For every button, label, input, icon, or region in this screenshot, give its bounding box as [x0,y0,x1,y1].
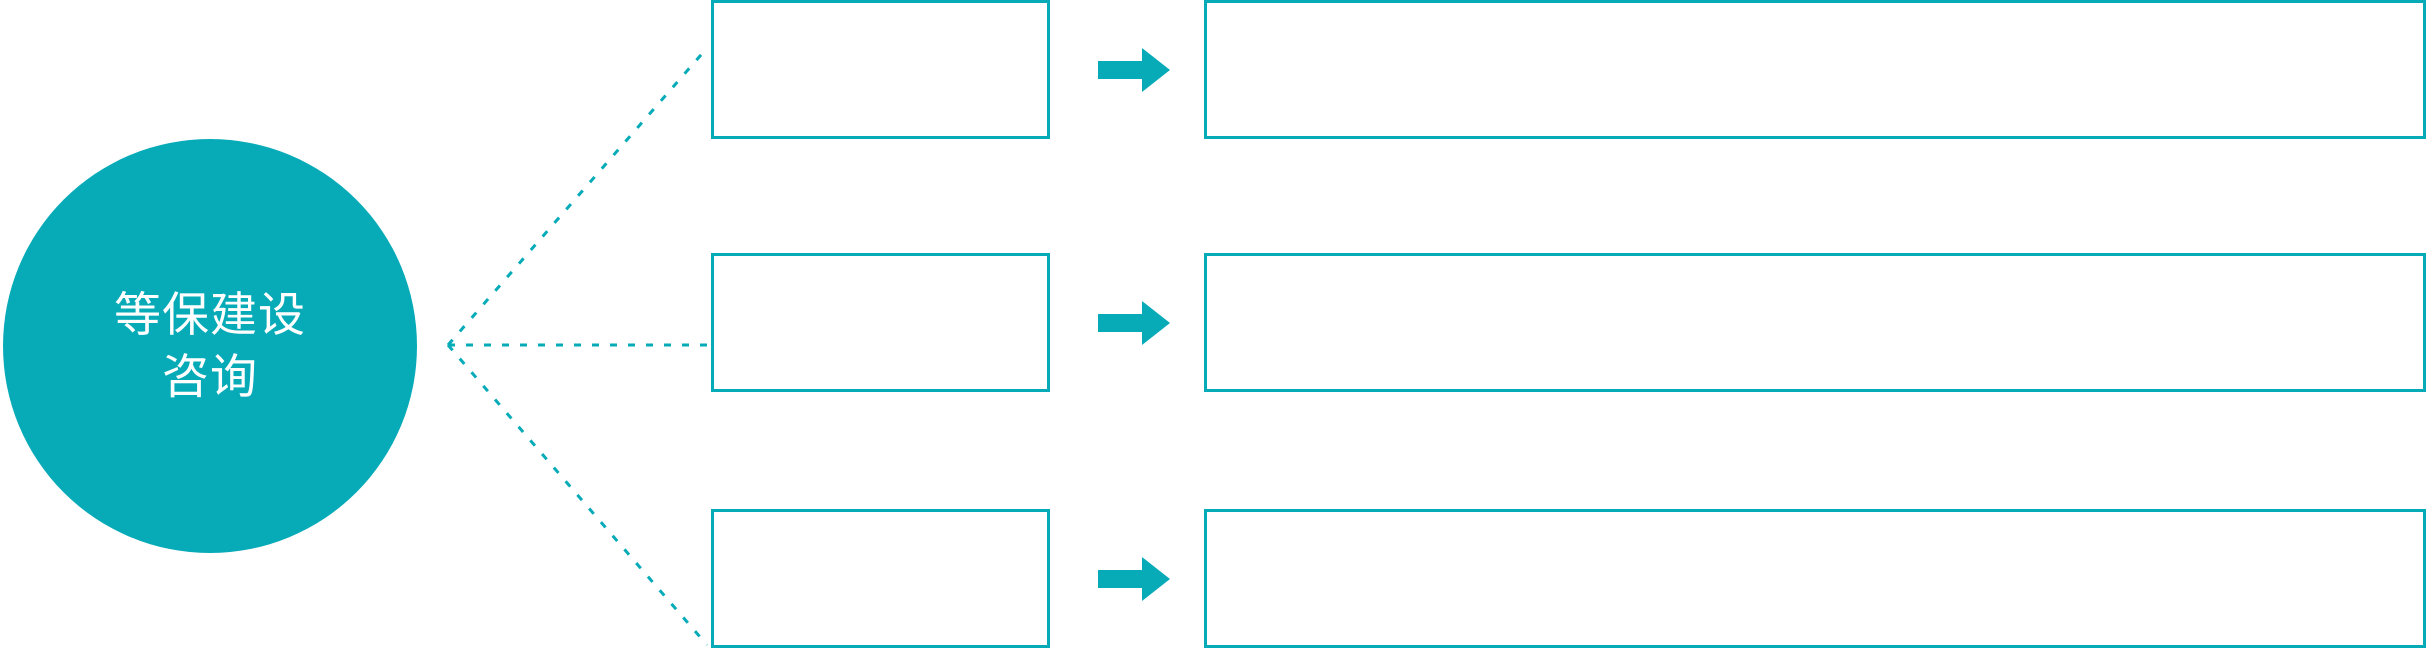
arrow-right-icon [1098,557,1170,601]
detail-box[interactable] [1204,509,2426,648]
stage-box[interactable] [711,0,1050,139]
stage-box[interactable] [711,509,1050,648]
hub-circle-label: 等保建设 咨询 [114,287,306,403]
hub-circle[interactable]: 等保建设 咨询 [3,139,417,553]
arrow-right-icon [1098,48,1170,92]
stage-box[interactable] [711,253,1050,392]
detail-box[interactable] [1204,253,2426,392]
flow-row [0,253,2434,393]
flow-row [0,509,2434,649]
arrow-right-icon [1098,301,1170,345]
detail-box[interactable] [1204,0,2426,139]
flow-row [0,0,2434,140]
